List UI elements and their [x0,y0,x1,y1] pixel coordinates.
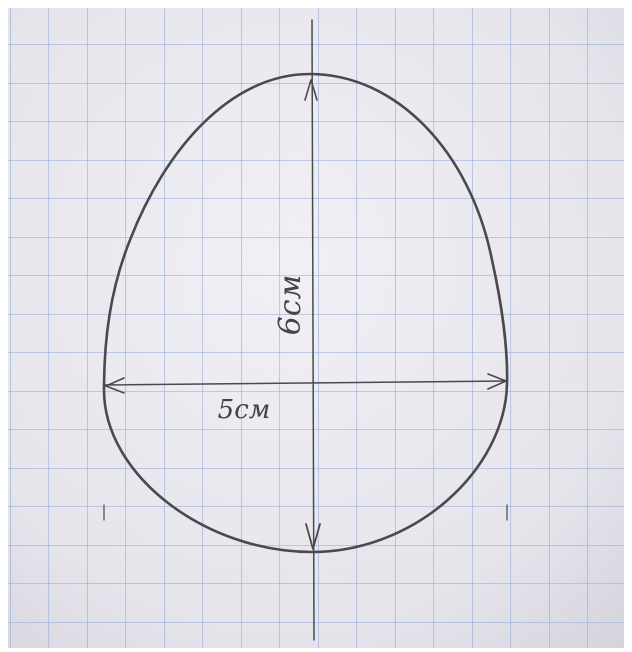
height-label: 6см [273,275,308,336]
width-label: 5см [218,395,271,425]
width-left-arrow [105,377,125,394]
height-axis-line [311,19,315,641]
width-axis-line [103,380,508,386]
egg-outline [102,72,509,554]
height-top-arrow [304,79,318,101]
width-right-arrow [487,373,507,390]
height-bottom-arrow [305,523,321,550]
